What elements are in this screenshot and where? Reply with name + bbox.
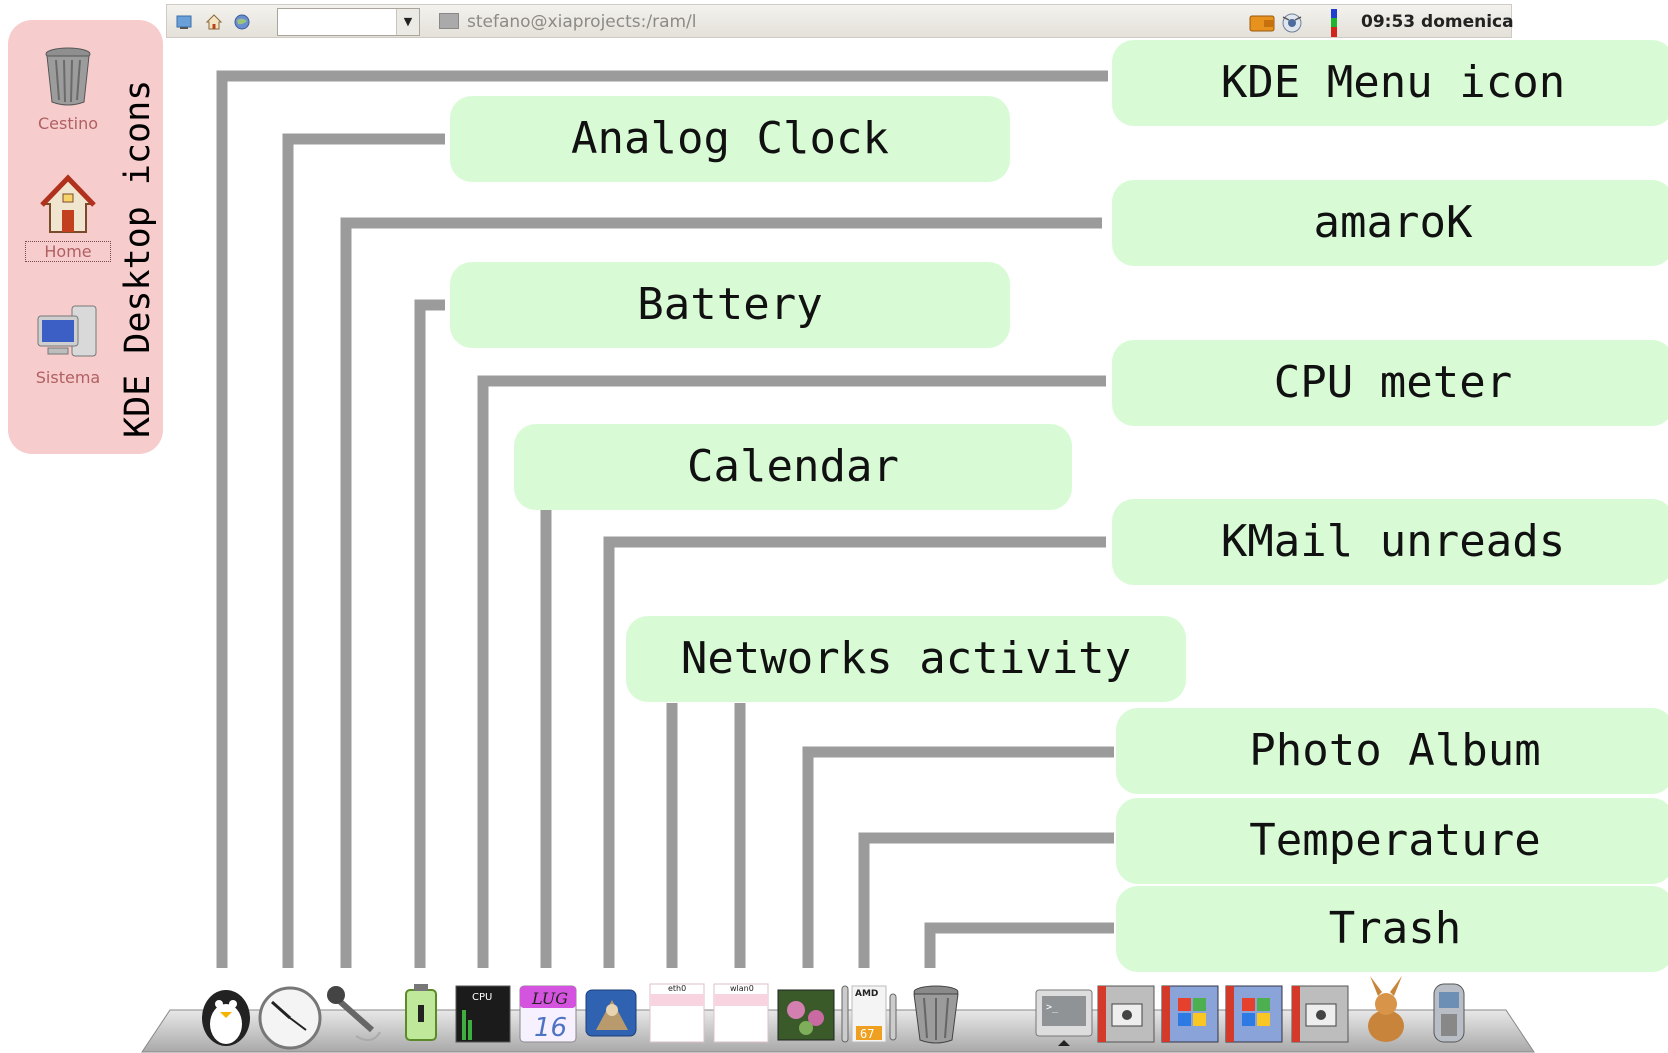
eth0-label: eth0 <box>668 984 686 993</box>
amarok-icon[interactable] <box>327 986 381 1042</box>
desktop-icon-trash[interactable]: Cestino <box>26 46 110 133</box>
callout-kmail-unreads: KMail unreads <box>1112 499 1668 585</box>
line-kde-menu <box>216 70 1108 968</box>
calendar-icon[interactable]: LUG 16 <box>519 985 577 1043</box>
line-kmail <box>603 536 1106 968</box>
network-manager-icon[interactable] <box>1279 11 1305 35</box>
show-desktop-icon[interactable] <box>175 13 193 31</box>
temperature-brand: AMD <box>855 989 878 999</box>
eth0-meter-icon[interactable]: eth0 <box>649 983 705 1043</box>
kmail-icon[interactable] <box>585 989 637 1037</box>
analog-clock-icon[interactable] <box>258 986 322 1050</box>
desktop-icon-label: Cestino <box>38 114 98 133</box>
wallet-icon[interactable] <box>1249 13 1275 33</box>
desktop-icon-system[interactable]: Sistema <box>26 304 110 387</box>
windows-icon[interactable] <box>1161 985 1219 1043</box>
vm-icon[interactable] <box>1097 985 1155 1043</box>
callout-cpu-meter: CPU meter <box>1112 340 1668 426</box>
callout-battery: Battery <box>450 262 1010 348</box>
temperature-icon[interactable]: AMD 67 <box>841 985 897 1043</box>
calendar-day: 16 <box>534 1013 567 1043</box>
wlan0-label: wlan0 <box>730 984 754 993</box>
callout-networks-activity: Networks activity <box>626 616 1186 702</box>
desktop-icon-home[interactable]: Home <box>25 174 111 262</box>
wlan0-meter-icon[interactable]: wlan0 <box>713 983 769 1043</box>
line-temperature <box>858 832 1114 968</box>
temperature-value: 67 <box>860 1027 874 1041</box>
trash-icon <box>45 47 91 106</box>
terminal-window-icon <box>439 13 459 29</box>
callout-calendar: Calendar <box>514 424 1072 510</box>
digital-clock[interactable]: 09:53 domenica <box>1361 12 1514 32</box>
home-icon <box>40 174 96 233</box>
svg-text:>_: >_ <box>1046 1002 1059 1013</box>
trash-icon[interactable] <box>913 985 959 1044</box>
callout-amarok: amaroK <box>1112 180 1668 266</box>
taskbar-item-label: stefano@xiaprojects:/ram/l <box>467 12 697 32</box>
phone-icon[interactable] <box>1433 983 1465 1043</box>
line-analog-clock <box>282 133 445 968</box>
windows-icon[interactable] <box>1225 985 1283 1043</box>
line-battery <box>414 299 445 968</box>
desktop-icon-label: Home <box>25 241 111 262</box>
line-photo-album <box>802 746 1114 968</box>
line-trash <box>924 922 1114 968</box>
callout-kde-menu-icon: KDE Menu icon <box>1112 40 1668 126</box>
vm-icon[interactable] <box>1291 985 1349 1043</box>
browser-globe-icon[interactable] <box>233 13 251 31</box>
chevron-down-icon[interactable]: ▼ <box>396 9 419 35</box>
line-amarok <box>340 217 1102 968</box>
callout-photo-album: Photo Album <box>1116 708 1668 794</box>
photo-album-icon[interactable] <box>777 989 835 1041</box>
kde-menu-icon[interactable] <box>202 990 250 1046</box>
kde-top-panel: ▼ stefano@xiaprojects:/ram/l 09:53 domen… <box>166 4 1514 38</box>
battery-icon[interactable] <box>405 984 437 1041</box>
volume-level-icon[interactable] <box>1329 9 1339 37</box>
home-icon[interactable] <box>205 13 223 31</box>
callout-trash: Trash <box>1116 886 1668 972</box>
desktop-icons-panel: Cestino Home Sistema <box>8 20 163 454</box>
taskbar-item-terminal[interactable]: stefano@xiaprojects:/ram/l <box>439 11 699 33</box>
computer-icon <box>37 305 97 357</box>
amule-icon[interactable] <box>1368 976 1404 1042</box>
callout-analog-clock: Analog Clock <box>450 96 1010 182</box>
terminal-icon[interactable]: >_ <box>1035 989 1093 1046</box>
line-cpu-meter <box>477 375 1106 968</box>
calendar-month: LUG <box>531 989 568 1008</box>
location-combo[interactable]: ▼ <box>277 8 420 36</box>
cpu-meter-icon[interactable]: CPU <box>455 985 511 1043</box>
desktop-icon-label: Sistema <box>35 368 101 387</box>
cpu-meter-label: CPU <box>472 992 492 1003</box>
callout-temperature: Temperature <box>1116 798 1668 884</box>
